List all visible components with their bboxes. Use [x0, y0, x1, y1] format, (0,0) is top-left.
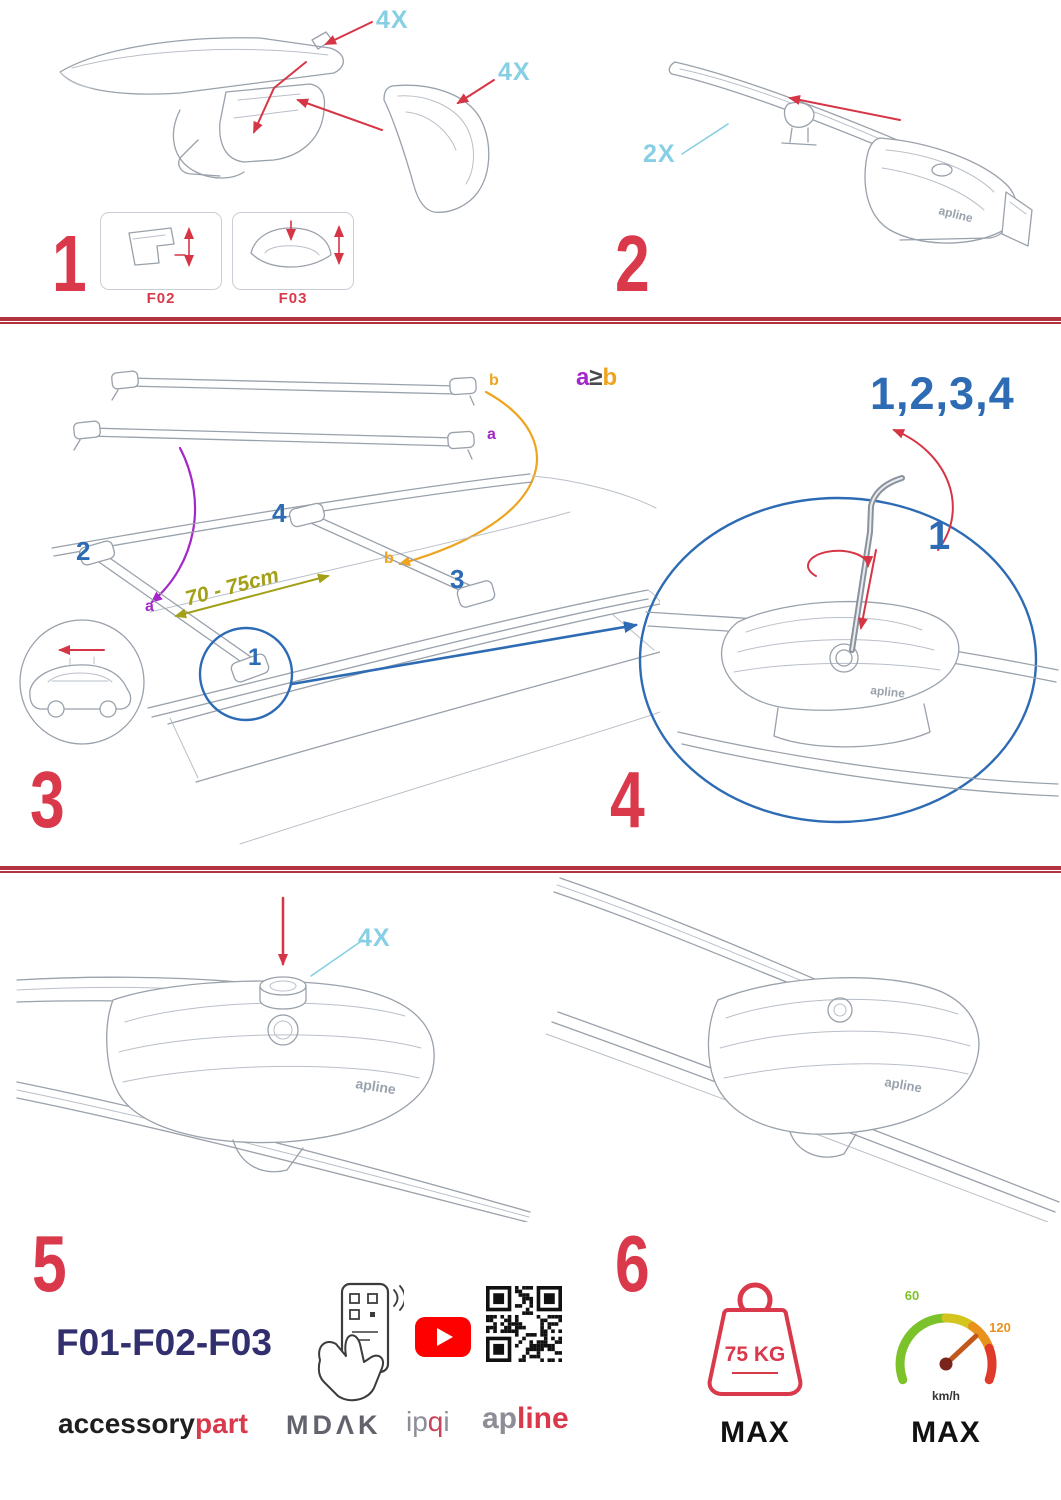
rotate-arrow [807, 549, 874, 577]
quantity-pointer-line [310, 939, 364, 977]
speed-max-label: MAX [911, 1416, 981, 1449]
foot-drawing: apline [106, 980, 435, 1173]
brand-apline-ap: ap [482, 1402, 518, 1435]
step6-number: 6 [615, 1219, 650, 1308]
step1-quantity-label-side: 4X [498, 58, 531, 86]
needle-icon [943, 1333, 979, 1367]
foot1-highlight-circle [198, 626, 294, 722]
brand-accessory-part1: accessory [58, 1408, 196, 1439]
cover-cap-drawing [383, 84, 490, 213]
hand-icon [317, 1334, 384, 1402]
cmp-operator: ≥ [589, 364, 603, 391]
weight-icon: 75 KG [707, 1282, 803, 1396]
brand-accessorypart: accessorypart [58, 1408, 248, 1440]
length-comparison-label: a≥b [576, 364, 617, 392]
weight-value: 75 KG [725, 1343, 786, 1366]
zoom-pointer-arrow [290, 621, 638, 686]
distance-dimension-arrow [174, 573, 330, 619]
crossbar-b-drawing [111, 370, 477, 406]
brand-apline-line: line [517, 1402, 569, 1435]
bar-a-label: a [487, 426, 496, 443]
step6-finished-foot-drawing: apline [545, 877, 1060, 1222]
rear-crossbar-installed [288, 502, 496, 608]
step5-quantity-label: 4X [358, 924, 391, 952]
section-divider-bottom [0, 866, 1061, 873]
section-divider-top [0, 317, 1061, 324]
foot-logo-text: apline [355, 1075, 398, 1097]
step1-exploded-foot-drawing [59, 21, 495, 213]
point-b-label: b [384, 550, 394, 567]
cover-cap-drawing [259, 976, 307, 1010]
inset-label-f03: F03 [278, 290, 308, 307]
crossbar-a-drawing [73, 420, 475, 460]
youtube-icon [415, 1317, 471, 1357]
step2-quantity-label: 2X [643, 140, 676, 168]
brand-ipqi-q: q [427, 1406, 444, 1437]
cmp-b: b [602, 364, 618, 391]
step4-number: 4 [610, 755, 645, 844]
brand-accessory-part2: part [195, 1408, 248, 1439]
quantity-pointer-line [681, 123, 729, 155]
assembly-arrows [253, 21, 495, 134]
first-foot-label: 1 [928, 514, 951, 558]
foot-logo-text: apline [883, 1074, 923, 1095]
speedometer-icon: 60 120 km/h [895, 1288, 1011, 1403]
zoom-ellipse [638, 496, 1038, 824]
speed-unit-label: km/h [932, 1389, 960, 1403]
under-clamp-drawing [781, 101, 817, 146]
curve-to-front-bar [150, 446, 197, 604]
qr-modules [486, 1286, 562, 1362]
brand-mdak: MDΛK [286, 1410, 382, 1440]
allen-key-icon [849, 475, 905, 653]
foot-drawing: apline [864, 137, 1033, 247]
step2-bar-insert-drawing: apline [668, 61, 1033, 247]
step3-number: 3 [30, 755, 65, 844]
insert-arrow [788, 95, 901, 121]
tightening-sequence-label: 1,2,3,4 [870, 368, 1015, 419]
foot-order-label-1: 1 [248, 644, 262, 671]
step2-number: 2 [615, 219, 650, 308]
sequence-pointer-arrow [892, 429, 954, 551]
foot-order-label-2: 2 [76, 536, 91, 566]
car-body-drawing [167, 603, 660, 845]
inset-box-f02 [100, 212, 222, 290]
curve-to-rear-bar [398, 390, 538, 567]
cmp-a: a [576, 364, 590, 391]
step1-quantity-label-top: 4X [376, 6, 409, 34]
point-a-label: a [145, 598, 154, 615]
speed-low-label: 60 [905, 1288, 919, 1303]
brand-apline: apline [482, 1402, 569, 1436]
foot-drawing: apline [707, 977, 980, 1158]
qr-code [486, 1286, 562, 1362]
model-codes: F01-F02-F03 [56, 1322, 272, 1363]
step4-tightening-zoom-drawing: apline [638, 429, 1059, 824]
play-icon [437, 1328, 453, 1346]
step5-number: 5 [32, 1219, 67, 1308]
inset-box-f03 [232, 212, 354, 290]
weight-max-label: MAX [720, 1416, 790, 1449]
step5-cap-install-drawing: apline [16, 896, 531, 1222]
speed-high-label: 120 [989, 1320, 1011, 1335]
inset-label-f02: F02 [146, 290, 176, 307]
step1-number: 1 [52, 219, 87, 308]
clamp-bracket-drawing [172, 83, 326, 179]
press-down-arrow [857, 549, 877, 630]
qr-finder-patterns [486, 1286, 562, 1362]
inset-f03-drawing [250, 220, 344, 268]
foot-logo-text: apline [870, 683, 906, 701]
front-crossbar-installed [78, 540, 270, 683]
foot-order-label-4: 4 [272, 498, 287, 528]
brand-ipqi-ip: ip [406, 1406, 428, 1437]
step3-roof-layout-drawing [19, 370, 660, 845]
inset-f02-drawing [128, 227, 194, 267]
car-direction-inset [19, 619, 145, 745]
phone-scan-icon [317, 1282, 404, 1402]
bar-b-label: b [489, 372, 499, 389]
brand-ipqi-i: i [443, 1406, 450, 1437]
brand-ipqi: ipqi [406, 1406, 450, 1438]
foot-order-label-3: 3 [450, 564, 465, 594]
zoom-foot-drawing: apline [720, 600, 960, 748]
